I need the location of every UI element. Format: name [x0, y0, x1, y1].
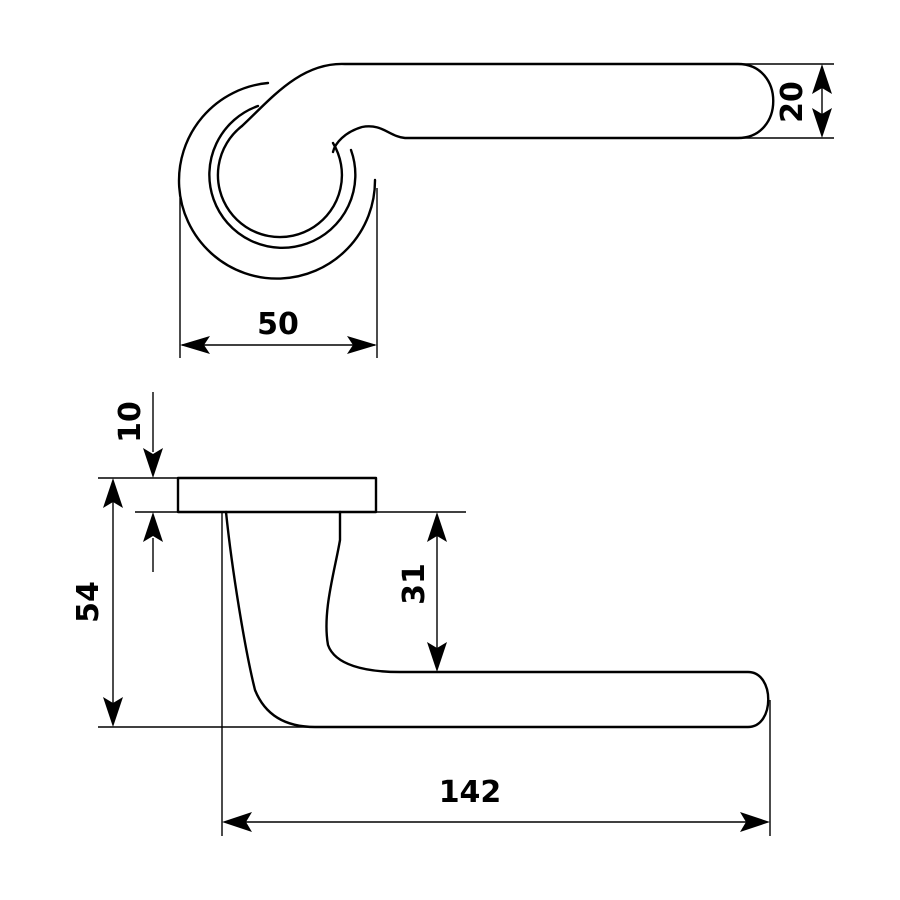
dim-rose-thickness: 10 — [113, 401, 148, 443]
rose-plate — [176, 476, 378, 514]
rose-inner-circle — [208, 104, 357, 250]
neck-ring — [216, 124, 344, 239]
dim-rose-diameter: 50 — [257, 307, 299, 342]
rose-outer-circle — [177, 81, 377, 280]
dim-lever-thickness: 20 — [775, 81, 810, 123]
dim-lever-drop: 31 — [397, 563, 432, 605]
side-view: 10 54 31 142 — [71, 392, 771, 836]
top-view: 50 20 — [177, 62, 834, 358]
dim-total-height: 54 — [71, 581, 106, 623]
dim-lever-length: 142 — [439, 775, 502, 810]
lever-top-outline — [240, 62, 775, 154]
lever-side-outline — [224, 510, 770, 729]
